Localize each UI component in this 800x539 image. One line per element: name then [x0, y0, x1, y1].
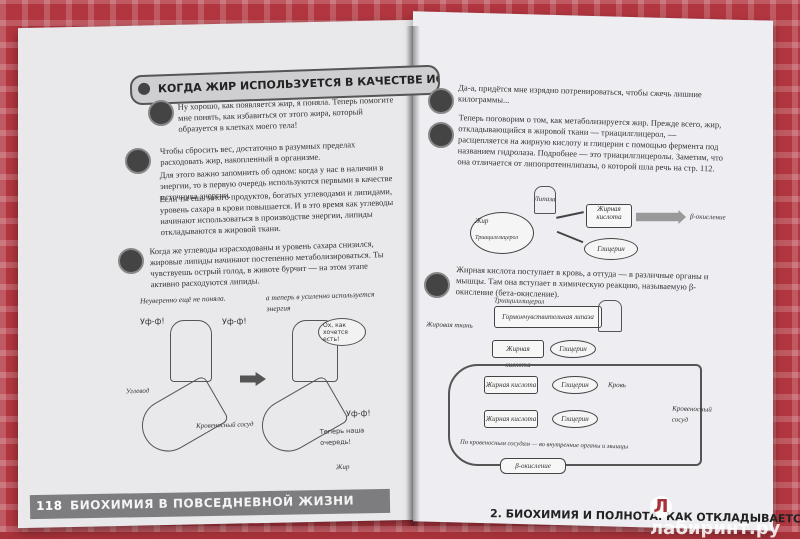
d1-fatty-acid-box: Жирная кислота	[586, 204, 632, 228]
transition-arrow-icon	[240, 372, 266, 386]
d2-fa2-label: Жирная кислота	[485, 381, 537, 389]
speech-hungry: Ох, как хочется есть!	[323, 322, 348, 343]
d2-enzyme-box: Гормончувствительная липаза	[494, 306, 602, 328]
labirint-watermark: Ллабиринт.ру	[650, 496, 800, 539]
lipase-character-icon	[534, 186, 556, 214]
d1-glycerol-ellipse: Глицерин	[584, 238, 638, 260]
labirint-logo-icon: Л	[650, 496, 672, 518]
speech-sigh-3: Уф-ф!	[345, 408, 371, 419]
d2-gly3-label: Глицерин	[561, 415, 589, 423]
character-avatar-icon	[148, 100, 174, 126]
watermark-text: лабиринт.ру	[650, 518, 781, 539]
book-gutter	[406, 26, 420, 526]
d1-beta-label: β-окисление	[689, 212, 726, 222]
heading-bullet-icon	[137, 82, 151, 96]
page-number: 118	[35, 498, 63, 514]
speech-sigh-2: Уф-ф!	[221, 316, 247, 327]
d2-gly-ellipse-3: Глицерин	[552, 410, 598, 428]
d2-fa-box-1: Жирная кислота	[492, 340, 544, 369]
d1-beta-arrow	[636, 210, 686, 224]
professor-avatar-icon-right	[428, 122, 454, 148]
d2-beta-label: β-окисление	[515, 462, 551, 470]
d1-fat-label: Жир	[475, 217, 489, 225]
d2-gly2-label: Глицерин	[561, 381, 589, 389]
caption-energy-used: а теперь в усиленно используется энергия	[265, 289, 375, 314]
d2-fa-box-3: Жирная кислота	[484, 410, 538, 428]
d2-enzyme-label: Гормончувствительная липаза	[502, 313, 594, 321]
professor-avatar-icon-2	[118, 248, 144, 274]
section-heading-text: КОГДА ЖИР ИСПОЛЬЗУЕТСЯ В КАЧЕСТВЕ ИСТОЧН…	[157, 68, 441, 96]
d1-fa-label: Жирная кислота	[596, 205, 622, 221]
d2-gly-ellipse-1: Глицерин	[550, 340, 596, 358]
professor-avatar-icon	[125, 148, 151, 174]
right-paragraph-2: Теперь поговорим о том, как метаболизиру…	[457, 112, 724, 174]
speech-our-turn: Теперь наша очередь!	[319, 426, 365, 447]
hungry-speech-bubble: Ох, как хочется есть!	[318, 318, 366, 346]
d2-blood-vessel-outline	[448, 364, 702, 466]
d2-fat-tissue-label: Жировая ткань	[425, 320, 473, 330]
girl-illustration-1	[170, 320, 212, 382]
label-fat: Жир	[335, 462, 350, 472]
d2-beta-box: β-окисление	[500, 458, 566, 474]
d2-vessel-label: Кровеносный сосуд	[671, 404, 712, 424]
character-avatar-icon-right	[428, 88, 454, 114]
d2-gly-ellipse-2: Глицерин	[552, 376, 598, 394]
d2-fa-box-2: Жирная кислота	[484, 376, 538, 394]
open-book	[18, 6, 788, 531]
lipase-character-icon-2	[598, 300, 622, 332]
girl-illustration-2	[292, 320, 338, 382]
speech-sigh-1: Уф-ф!	[139, 316, 165, 327]
left-footer-title: БИОХИМИЯ В ПОВСЕДНЕВНОЙ ЖИЗНИ	[69, 493, 355, 513]
label-carbohydrate: Углевод	[125, 386, 150, 396]
left-paragraph-5: Когда же углеводы израсходованы и уровен…	[149, 238, 384, 290]
d2-blood-label: Кровь	[607, 380, 626, 390]
d2-fa3-label: Жирная кислота	[485, 415, 537, 423]
d2-gly1-label: Глицерин	[559, 345, 587, 353]
professor-avatar-icon-right-2	[424, 272, 450, 298]
d1-gly-label: Глицерин	[597, 245, 625, 253]
left-paragraph-4: Если ты ешь много продуктов, богатых угл…	[159, 185, 394, 238]
label-blood-vessel: Кровеносный сосуд	[195, 420, 254, 431]
fat-cloud-triacylglycerol: Жир Триацилглицерол	[470, 212, 534, 254]
d1-tg-label: Триацилглицерол	[475, 235, 518, 241]
